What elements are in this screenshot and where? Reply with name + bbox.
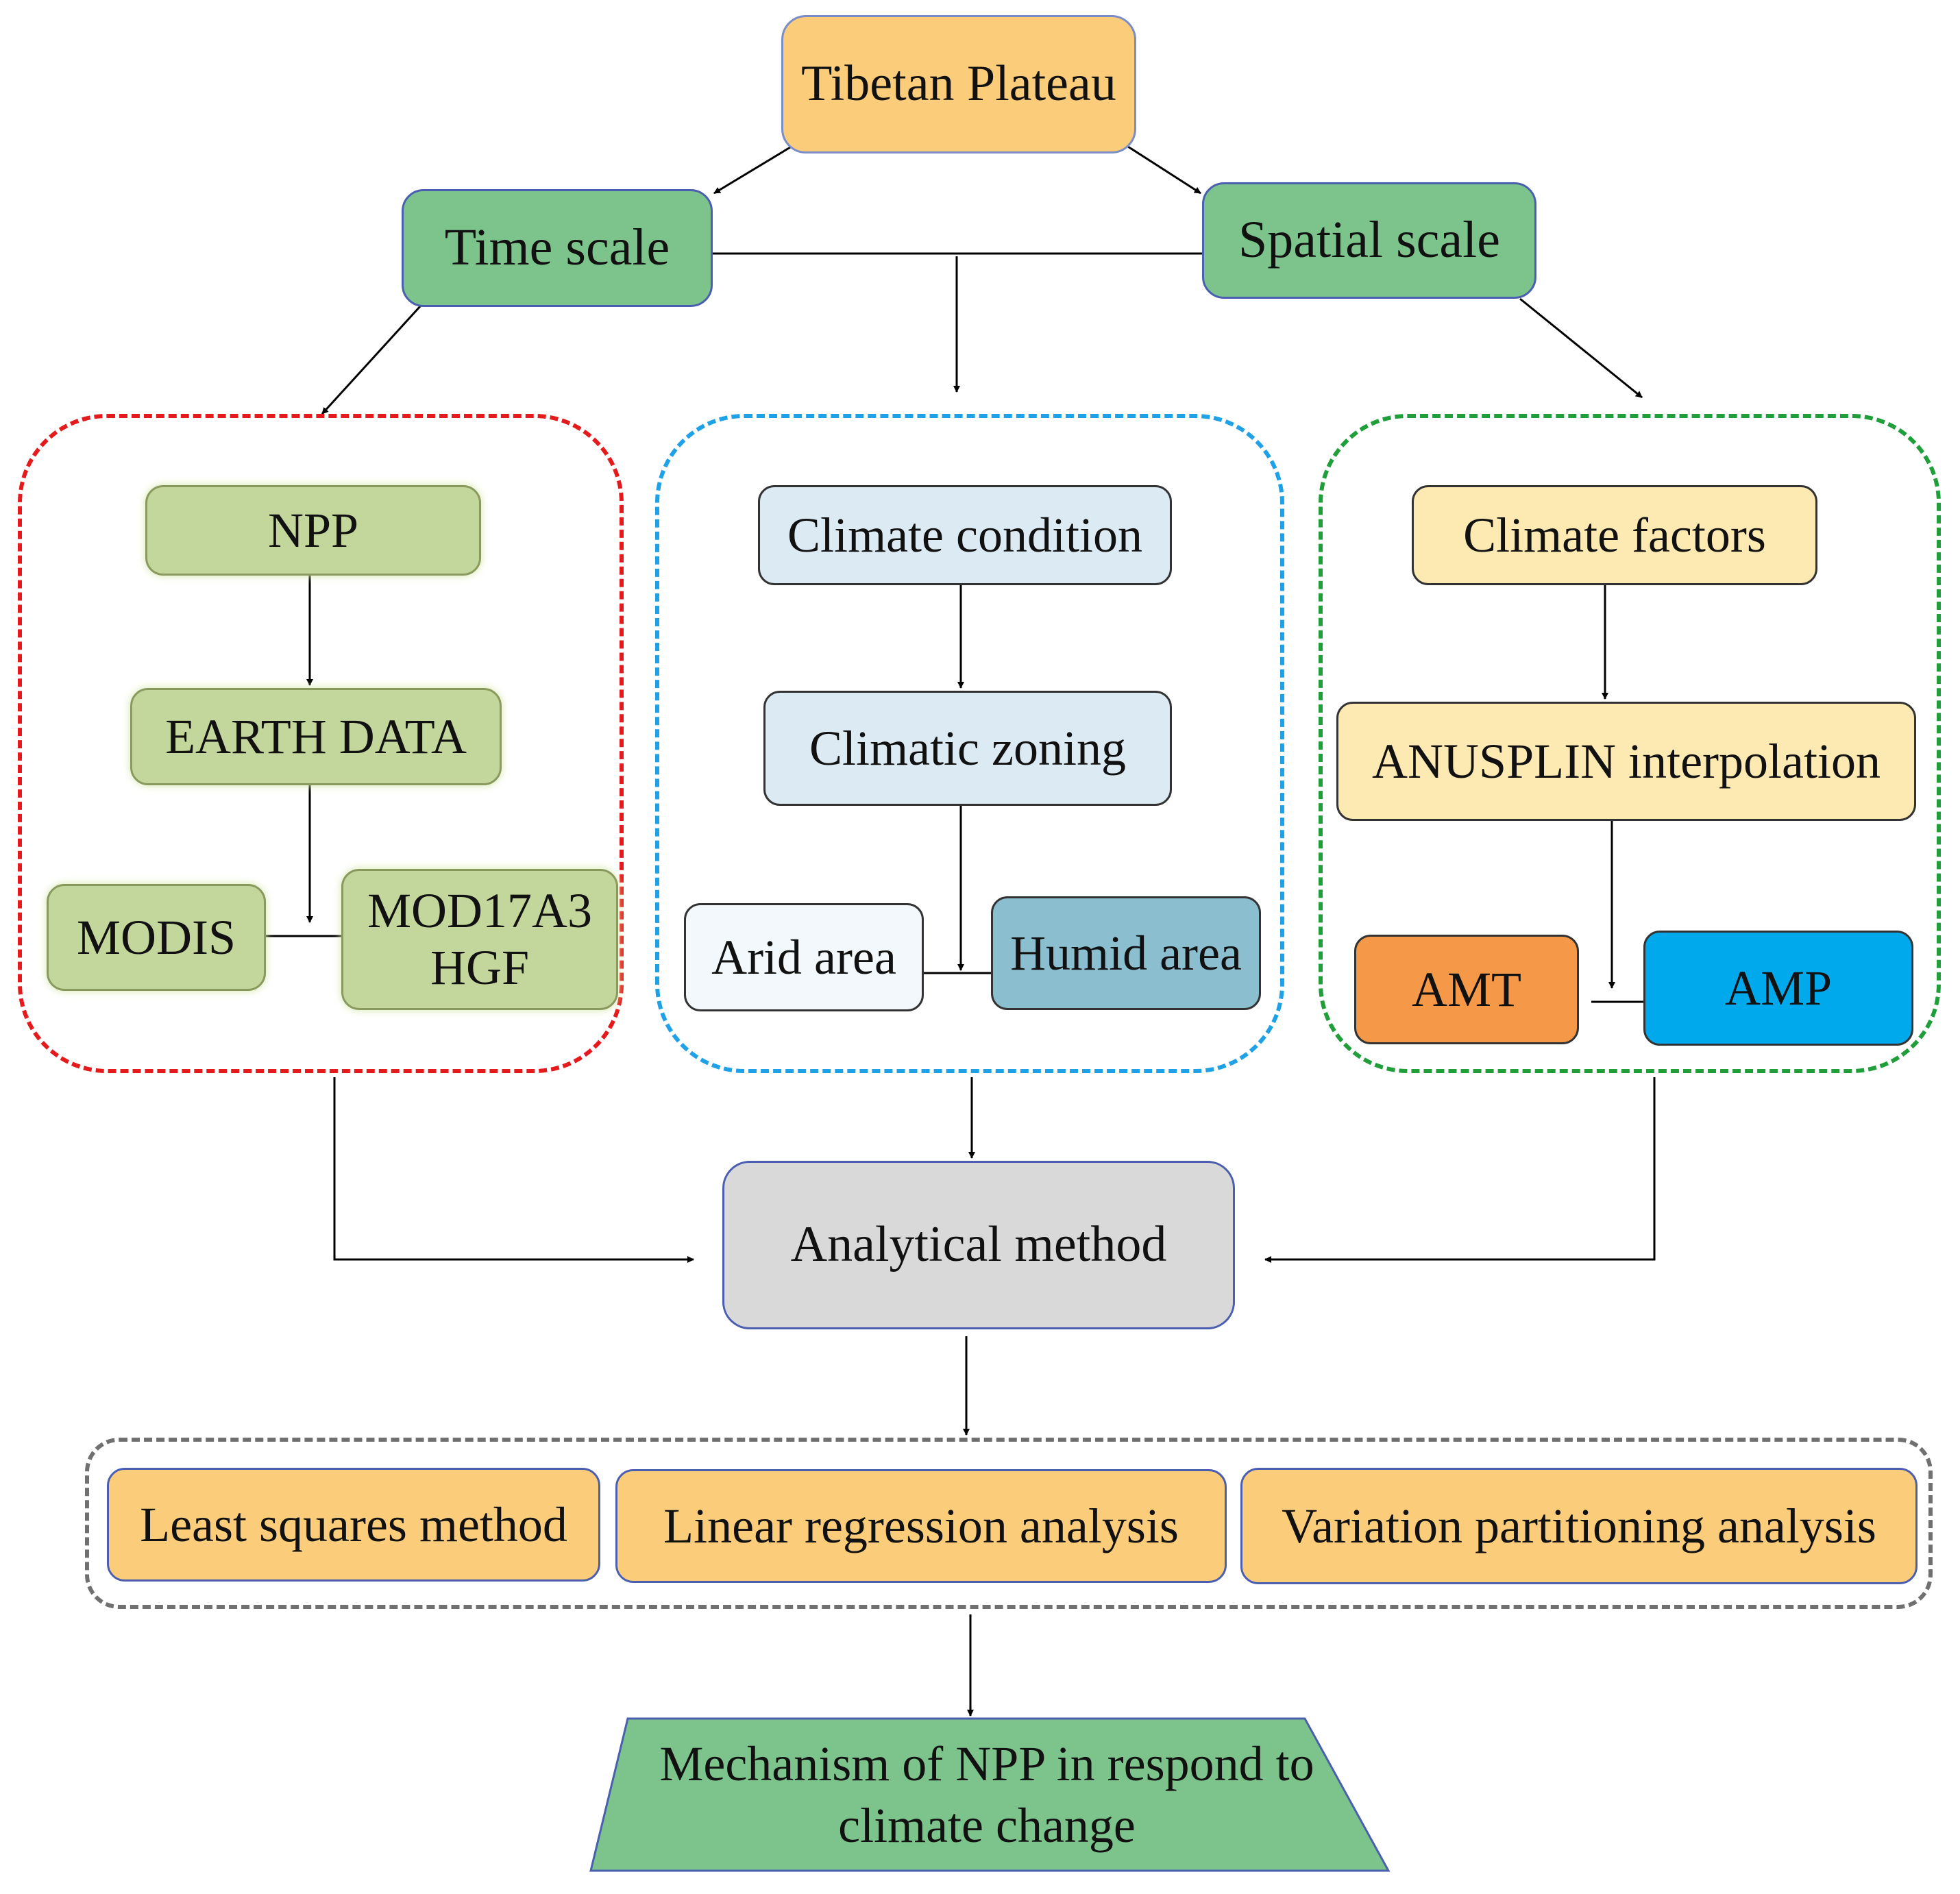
arrow-tibetan-to-spatial [1127, 145, 1201, 195]
climate-condition-node: Climate condition [758, 485, 1172, 585]
arrow-time-to-npp-group [321, 304, 422, 415]
climate-zoning-group [655, 414, 1284, 1073]
npp-node: NPP [145, 485, 481, 576]
tibetan-plateau-node: Tibetan Plateau [781, 15, 1136, 153]
climatic-zoning-node: Climatic zoning [763, 691, 1172, 806]
climate-factors-group [1319, 414, 1941, 1073]
mechanism-shape [589, 1717, 1391, 1872]
anusplin-interpolation-node: ANUSPLIN interpolation [1336, 702, 1916, 821]
variation-partitioning-node: Variation partitioning analysis [1240, 1468, 1918, 1584]
amt-node: AMT [1354, 935, 1579, 1044]
spatial-scale-node: Spatial scale [1202, 182, 1536, 299]
arrow-spatial-to-factors-group [1519, 297, 1643, 399]
analytical-method-node: Analytical method [722, 1161, 1235, 1329]
modis-node: MODIS [47, 884, 266, 991]
amp-node: AMP [1643, 931, 1913, 1046]
arrow-factors-group-to-analytical [1264, 1077, 1656, 1263]
mechanism-node: Mechanism of NPP in respond to climate c… [659, 1736, 1314, 1853]
arid-area-node: Arid area [684, 903, 924, 1011]
linear-regression-node: Linear regression analysis [615, 1469, 1227, 1583]
least-squares-node: Least squares method [107, 1468, 600, 1582]
npp-data-group [18, 414, 624, 1073]
arrow-npp-group-to-analytical [333, 1077, 694, 1263]
climate-factors-node: Climate factors [1412, 485, 1817, 585]
analysis-methods-group [85, 1438, 1933, 1609]
arrow-tibetan-to-time [713, 144, 794, 195]
mod17a3hgf-node: MOD17A3 HGF [341, 869, 618, 1010]
humid-area-node: Humid area [991, 896, 1261, 1010]
earth-data-node: EARTH DATA [130, 688, 502, 785]
time-scale-node: Time scale [402, 189, 713, 307]
